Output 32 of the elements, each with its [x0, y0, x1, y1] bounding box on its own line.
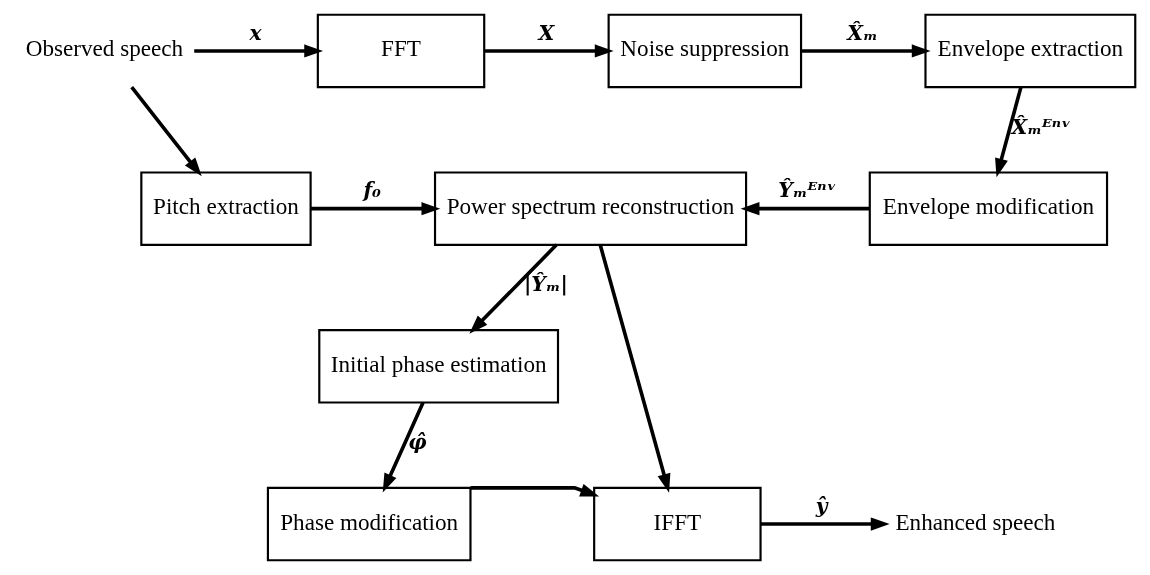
edge-label: X̂ₘ [847, 20, 878, 45]
node-box: Power spectrum reconstruction [433, 171, 748, 246]
arrow [311, 202, 441, 216]
arrow [801, 44, 931, 58]
arrow [130, 86, 202, 177]
node-box: Initial phase estimation [318, 329, 560, 404]
node-box: Pitch extraction [140, 171, 312, 246]
node-box: Envelope modification [868, 171, 1109, 246]
edge-label: φ̂ [408, 430, 427, 455]
edge-label: f₀ [363, 178, 382, 203]
arrow [760, 517, 890, 531]
arrow [598, 244, 671, 493]
edge-label: |Ŷₘ| [524, 272, 568, 297]
node-box: Noise suppression [607, 13, 803, 89]
arrow [740, 202, 870, 216]
arrow [469, 243, 558, 334]
arrow [194, 44, 324, 58]
arrow [484, 44, 614, 58]
edge-label: Ŷₘᴱⁿᵛ [778, 178, 837, 203]
node-box: Phase modification [266, 486, 472, 562]
arrow [382, 401, 425, 493]
edge-label: ŷ [815, 493, 828, 518]
node-box: IFFT [593, 486, 762, 562]
edge-label: X̂ₘᴱⁿᵛ [1011, 114, 1071, 139]
node-box: FFT [316, 13, 486, 89]
node-text: Observed speech [25, 35, 184, 62]
edge-label: X [538, 20, 555, 45]
arrow [995, 86, 1023, 178]
node-box: Envelope extraction [924, 13, 1137, 89]
edge-label: x [249, 20, 262, 45]
node-text: Enhanced speech [895, 508, 1056, 535]
arrow [470, 484, 600, 497]
